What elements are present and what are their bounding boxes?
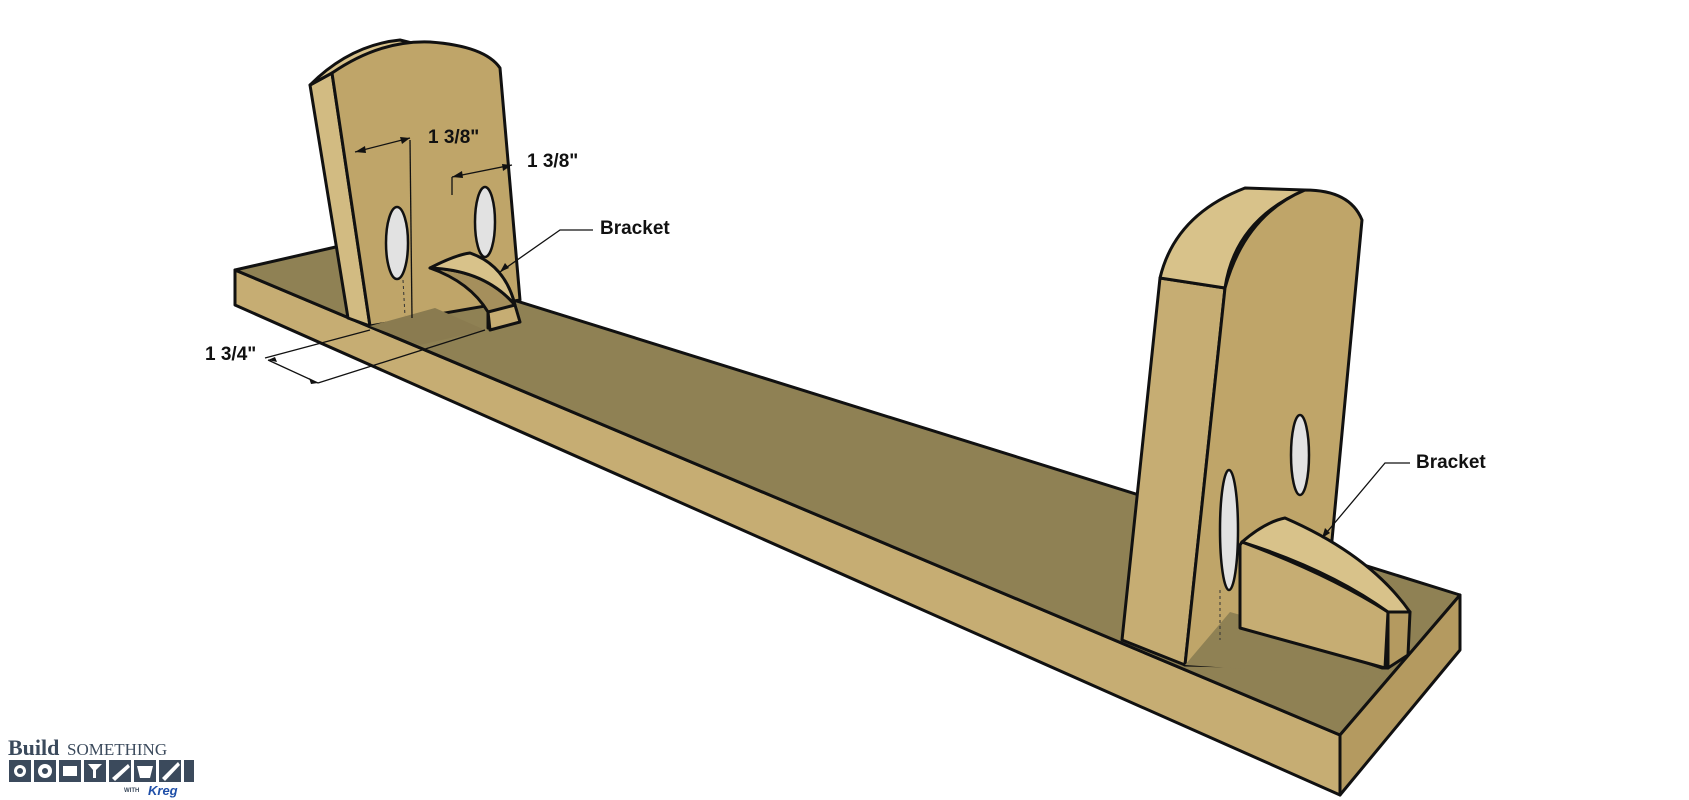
right-bracket-end	[1386, 610, 1412, 670]
dim-top-right-label: 1 3/8"	[527, 151, 578, 172]
bracket-left-label: Bracket	[600, 218, 670, 239]
right-hole-2	[1218, 468, 1240, 592]
dimension-annotations: 1 3/8" 1 3/8" 1 3/4" Bracket Bracket	[205, 127, 1486, 539]
logo-something-text: SOMETHING	[67, 740, 167, 759]
left-hole-2	[473, 185, 497, 259]
left-bracket-top	[428, 251, 517, 307]
left-upright-shadow	[370, 308, 485, 345]
right-hole-1	[1289, 413, 1311, 497]
right-bracket-top	[1240, 516, 1412, 614]
left-bracket-end	[486, 303, 522, 332]
logo-build-text: Build	[8, 735, 59, 760]
right-upright	[1120, 186, 1412, 678]
left-upright	[308, 38, 522, 345]
logo-tool-icons	[9, 760, 194, 782]
left-hole-1	[384, 205, 410, 281]
base-end-face	[1338, 593, 1462, 797]
logo-kreg-text: Kreg	[148, 783, 178, 798]
logo-with-text: WITH	[124, 788, 139, 794]
left-hole-1-dash	[402, 279, 406, 317]
dim-top-left-label: 1 3/8"	[428, 127, 479, 148]
dim-bottom-label: 1 3/4"	[205, 344, 256, 365]
left-center-line	[409, 139, 413, 319]
buildsomething-logo: Build SOMETHING WITH Kreg	[8, 735, 194, 798]
bracket-right-label: Bracket	[1416, 452, 1486, 473]
